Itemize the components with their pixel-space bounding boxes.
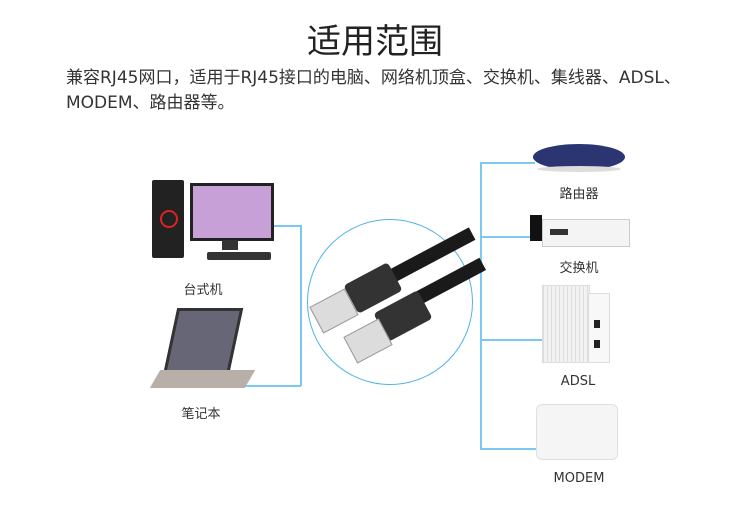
connector-line: [245, 385, 301, 387]
desktop-image: [152, 180, 274, 265]
device-label-switch: 交换机: [559, 261, 599, 276]
adsl-image: [542, 285, 612, 365]
device-label-laptop: 笔记本: [181, 407, 221, 422]
device-label-adsl: ADSL: [560, 374, 596, 389]
connector-line: [480, 448, 540, 450]
connector-line: [300, 225, 302, 386]
connector-line: [480, 339, 542, 341]
connector-line: [268, 225, 300, 227]
cable-image: [307, 219, 487, 385]
modem-image: [536, 400, 620, 460]
connector-line: [480, 162, 535, 164]
connector-line: [480, 236, 530, 238]
page-title: 适用范围: [307, 22, 443, 62]
device-label-modem: MODEM: [553, 471, 605, 486]
laptop-image: [149, 308, 256, 393]
router-image: [533, 140, 625, 178]
description: 兼容RJ45网口，适用于RJ45接口的电脑、网络机顶盒、交换机、集线器、ADSL…: [66, 68, 681, 113]
device-label-router: 路由器: [559, 187, 599, 202]
switch-image: [530, 215, 630, 247]
connector-line: [480, 162, 482, 449]
device-label-desktop: 台式机: [183, 283, 223, 298]
